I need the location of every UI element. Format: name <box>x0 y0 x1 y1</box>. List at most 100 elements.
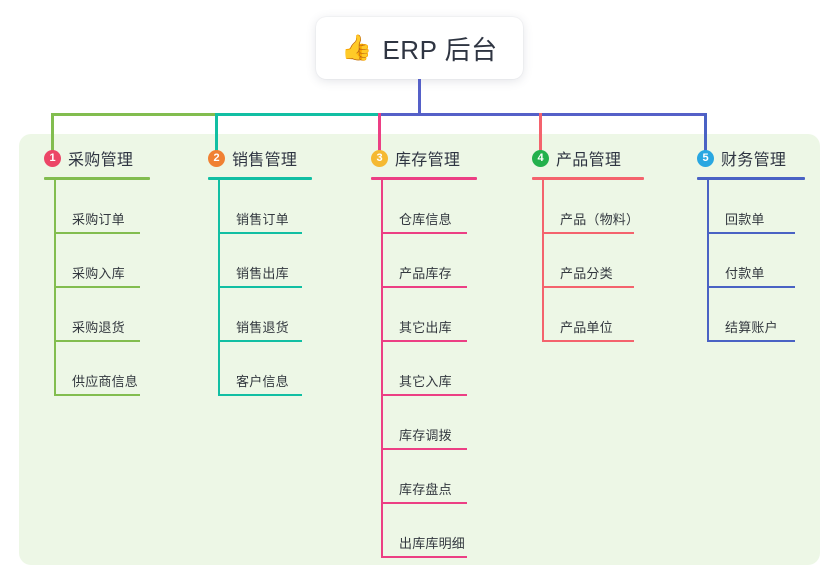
leaf-item-label: 仓库信息 <box>399 212 452 227</box>
leaf-item[interactable]: 采购退货 <box>54 288 140 342</box>
leaf-item[interactable]: 回款单 <box>707 180 795 234</box>
leaf-item[interactable]: 出库库明细 <box>381 504 467 558</box>
branch-badge-3: 3 <box>371 149 388 167</box>
branch-header-1[interactable]: 1 采购管理 <box>44 146 150 170</box>
leaf-item-label: 库存调拨 <box>399 428 452 443</box>
leaf-item[interactable]: 产品（物料） <box>542 180 639 234</box>
leaf-item-underline <box>542 232 634 234</box>
branch-header-2[interactable]: 2 销售管理 <box>208 146 312 170</box>
leaf-item-label: 结算账户 <box>725 320 778 335</box>
branch-items-3: 仓库信息产品库存其它出库其它入库库存调拨库存盘点出库库明细 <box>371 180 477 558</box>
leaf-item-underline <box>54 394 140 396</box>
leaf-item-label: 产品库存 <box>399 266 452 281</box>
connector-branch-drop-4 <box>539 113 542 152</box>
branch-items-4: 产品（物料） 产品分类产品单位 <box>532 180 644 342</box>
branch-underline-2 <box>208 177 312 180</box>
leaf-item-label: 其它入库 <box>399 374 452 389</box>
connector-root-stem <box>418 79 421 116</box>
branch-trunk-2 <box>218 180 220 396</box>
branch-title-1: 采购管理 <box>68 152 134 169</box>
branch-header-4[interactable]: 4 产品管理 <box>532 146 644 170</box>
branch-badge-4: 4 <box>532 149 549 167</box>
branch-column-5: 5 财务管理回款单付款单结算账户 <box>697 146 805 342</box>
branch-title-4: 产品管理 <box>556 152 622 169</box>
leaf-item[interactable]: 供应商信息 <box>54 342 140 396</box>
leaf-item-label: 产品（物料） <box>560 212 640 227</box>
leaf-item-underline <box>54 286 140 288</box>
branch-badge-2: 2 <box>208 149 225 167</box>
leaf-item-underline <box>542 286 634 288</box>
leaf-item-underline <box>381 448 467 450</box>
leaf-item-underline <box>707 340 795 342</box>
leaf-item[interactable]: 结算账户 <box>707 288 795 342</box>
leaf-item-label: 库存盘点 <box>399 482 452 497</box>
branch-column-3: 3 库存管理仓库信息产品库存其它出库其它入库库存调拨库存盘点出库库明细 <box>371 146 477 558</box>
leaf-item-label: 采购退货 <box>72 320 125 335</box>
branch-title-3: 库存管理 <box>395 152 461 169</box>
branch-trunk-4 <box>542 180 544 342</box>
leaf-item[interactable]: 付款单 <box>707 234 795 288</box>
leaf-item-label: 回款单 <box>725 212 765 227</box>
branch-underline-5 <box>697 177 805 180</box>
leaf-item[interactable]: 销售退货 <box>218 288 302 342</box>
leaf-item[interactable]: 库存调拨 <box>381 396 467 450</box>
branch-header-5[interactable]: 5 财务管理 <box>697 146 805 170</box>
leaf-item[interactable]: 产品分类 <box>542 234 634 288</box>
leaf-item-underline <box>218 340 302 342</box>
leaf-item-underline <box>381 286 467 288</box>
branch-trunk-5 <box>707 180 709 342</box>
branch-header-3[interactable]: 3 库存管理 <box>371 146 477 170</box>
branch-trunk-3 <box>381 180 383 558</box>
branch-trunk-1 <box>54 180 56 396</box>
branch-underline-3 <box>371 177 477 180</box>
leaf-item[interactable]: 仓库信息 <box>381 180 467 234</box>
thumbs-up-icon: 👍 <box>341 33 373 62</box>
leaf-item-underline <box>707 286 795 288</box>
connector-branch-drop-1 <box>51 113 54 152</box>
connector-bus-segment-1 <box>51 113 216 116</box>
leaf-item-label: 采购入库 <box>72 266 125 281</box>
leaf-item[interactable]: 库存盘点 <box>381 450 467 504</box>
leaf-item-underline <box>218 394 302 396</box>
leaf-item-label: 销售订单 <box>236 212 289 227</box>
branch-underline-4 <box>532 177 644 180</box>
leaf-item-label: 销售出库 <box>236 266 289 281</box>
branch-badge-1: 1 <box>44 149 61 167</box>
leaf-item[interactable]: 产品库存 <box>381 234 467 288</box>
leaf-item[interactable]: 销售出库 <box>218 234 302 288</box>
connector-bus-segment-3 <box>378 113 707 116</box>
leaf-item[interactable]: 销售订单 <box>218 180 302 234</box>
leaf-item[interactable]: 采购入库 <box>54 234 140 288</box>
leaf-item-label: 出库库明细 <box>399 536 466 551</box>
root-node[interactable]: 👍 ERP 后台 <box>316 17 523 79</box>
leaf-item-underline <box>381 556 467 558</box>
leaf-item-label: 产品分类 <box>560 266 613 281</box>
leaf-item-underline <box>542 340 634 342</box>
connector-branch-drop-5 <box>704 113 707 152</box>
branch-items-2: 销售订单销售出库销售退货客户信息 <box>208 180 312 396</box>
branch-badge-5: 5 <box>697 149 714 167</box>
leaf-item-underline <box>707 232 795 234</box>
leaf-item-label: 销售退货 <box>236 320 289 335</box>
leaf-item-underline <box>381 502 467 504</box>
branch-column-2: 2 销售管理销售订单销售出库销售退货客户信息 <box>208 146 312 396</box>
connector-branch-drop-2 <box>215 113 218 152</box>
leaf-item[interactable]: 客户信息 <box>218 342 302 396</box>
leaf-item[interactable]: 其它入库 <box>381 342 467 396</box>
leaf-item-underline <box>381 394 467 396</box>
diagram-panel <box>19 134 820 565</box>
leaf-item-underline <box>381 340 467 342</box>
branch-title-5: 财务管理 <box>721 152 787 169</box>
leaf-item-underline <box>381 232 467 234</box>
leaf-item-label: 产品单位 <box>560 320 613 335</box>
leaf-item-underline <box>218 286 302 288</box>
leaf-item[interactable]: 采购订单 <box>54 180 140 234</box>
leaf-item-label: 其它出库 <box>399 320 452 335</box>
leaf-item[interactable]: 产品单位 <box>542 288 634 342</box>
leaf-item-underline <box>54 340 140 342</box>
leaf-item[interactable]: 其它出库 <box>381 288 467 342</box>
root-node-title: ERP 后台 <box>382 34 498 65</box>
branch-column-1: 1 采购管理采购订单采购入库采购退货供应商信息 <box>44 146 150 396</box>
branch-title-2: 销售管理 <box>232 152 298 169</box>
